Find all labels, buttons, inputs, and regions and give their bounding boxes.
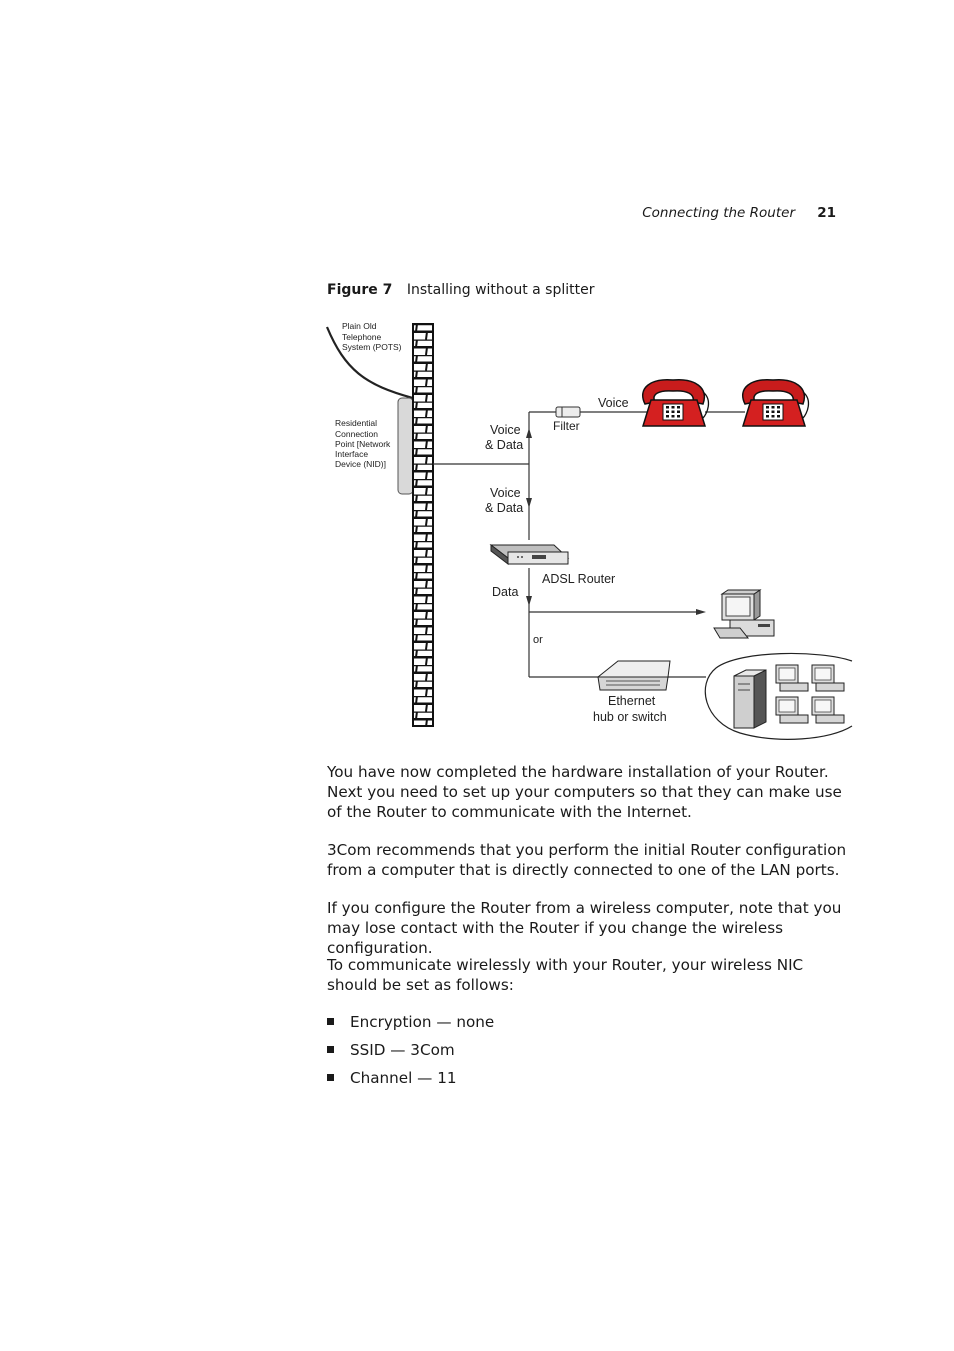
arrow-up-icon — [526, 428, 532, 438]
workstation-icon — [775, 664, 809, 692]
voice-data-upper-label: Voice — [490, 423, 521, 437]
figure-label: Figure 7 — [327, 282, 393, 298]
paragraph-wireless-settings: To communicate wirelessly with your Rout… — [327, 956, 804, 994]
list-item: SSID — 3Com — [327, 1040, 827, 1068]
nid-label-line: Device (NID)] — [335, 459, 386, 469]
computer-icon — [713, 589, 775, 639]
pots-label: Plain Old Telephone System (POTS) — [342, 321, 402, 352]
nid-label-line: Residential — [335, 418, 377, 428]
arrow-down-icon — [526, 498, 532, 508]
nid-label-line: Interface — [335, 449, 368, 459]
settings-list: Encryption — none SSID — 3Com Channel — … — [327, 1012, 827, 1096]
figure-caption: Figure 7 Installing without a splitter — [327, 282, 595, 298]
pots-label-line: System (POTS) — [342, 342, 402, 352]
setting-text: Encryption — none — [350, 1013, 495, 1031]
arrow-down-icon — [526, 596, 532, 606]
page-number: 21 — [817, 205, 836, 221]
list-item: Encryption — none — [327, 1012, 827, 1040]
paragraph-recommendation: 3Com recommends that you perform the ini… — [327, 841, 847, 879]
brick-wall — [412, 323, 434, 727]
setting-text: Channel — 11 — [350, 1069, 457, 1087]
voice-data-lower-label: Voice — [490, 486, 521, 500]
or-label: or — [533, 634, 543, 646]
voice-label: Voice — [598, 396, 629, 410]
filter-icon — [555, 406, 581, 418]
data-label: Data — [492, 585, 518, 599]
arrow-right-icon — [696, 609, 706, 615]
adsl-router-label: ADSL Router — [542, 572, 615, 586]
paragraph-wireless-warning: If you configure the Router from a wirel… — [327, 899, 842, 957]
pots-label-line: Telephone — [342, 332, 382, 342]
running-header-title: Connecting the Router — [642, 205, 795, 221]
bullet-icon — [327, 1046, 334, 1053]
nid-label-line: Connection — [335, 429, 378, 439]
adsl-router-icon — [489, 543, 570, 566]
bullet-icon — [327, 1018, 334, 1025]
telephone-icon — [741, 379, 810, 427]
ethernet-label: Ethernet — [608, 694, 656, 708]
figure-caption-text: Installing without a splitter — [406, 282, 595, 298]
setting-text: SSID — 3Com — [350, 1041, 455, 1059]
voice-data-upper-label: & Data — [485, 438, 523, 452]
lan-cluster-icon — [704, 652, 853, 740]
nid-label: Residential Connection Point [Network In… — [335, 418, 391, 469]
paragraph-hardware-complete: You have now completed the hardware inst… — [327, 763, 842, 821]
ethernet-label: hub or switch — [593, 710, 667, 724]
workstation-icon — [775, 696, 809, 724]
ethernet-hub-icon — [596, 660, 671, 691]
nid-box — [397, 397, 414, 495]
workstation-icon — [811, 696, 845, 724]
list-item: Channel — 11 — [327, 1068, 827, 1096]
voice-data-lower-label: & Data — [485, 501, 523, 515]
workstation-icon — [811, 664, 845, 692]
pots-label-line: Plain Old — [342, 321, 377, 331]
filter-label: Filter — [553, 419, 580, 433]
nid-label-line: Point [Network — [335, 439, 391, 449]
telephone-icon — [641, 379, 710, 427]
bullet-icon — [327, 1074, 334, 1081]
pots-cable — [325, 326, 414, 400]
